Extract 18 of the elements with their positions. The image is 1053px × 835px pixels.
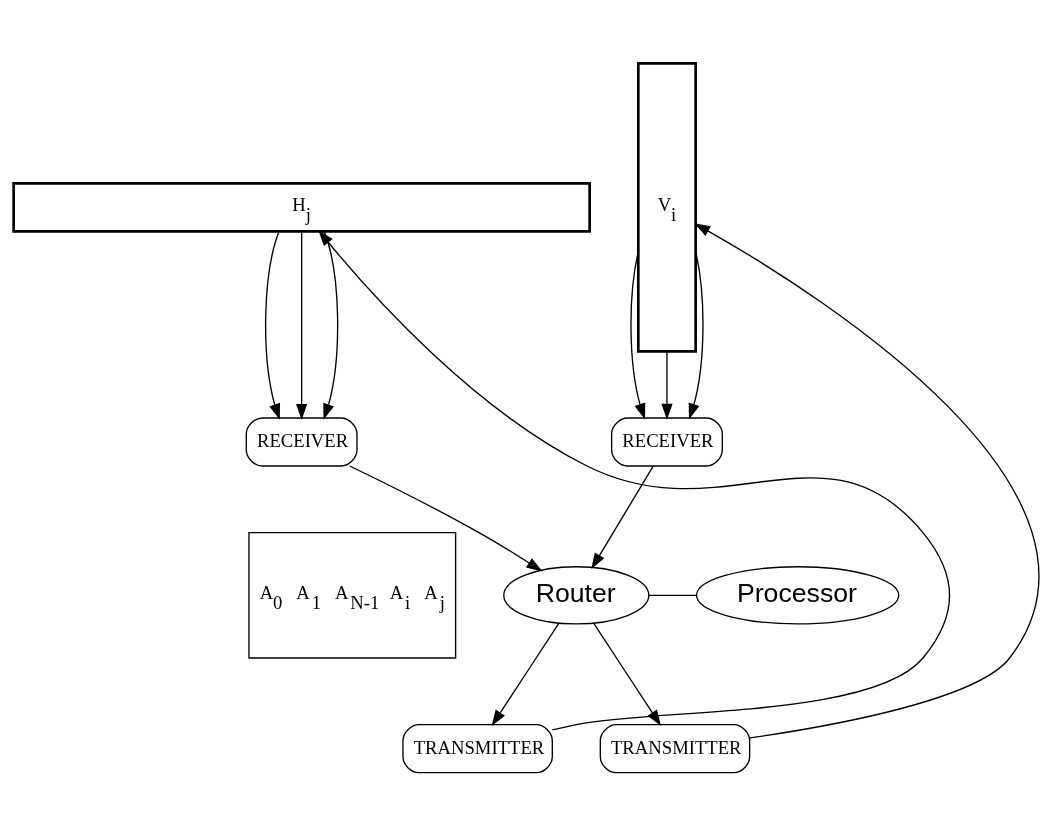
arrow bbox=[323, 230, 339, 420]
node-box: TRANSMITTER bbox=[599, 723, 751, 773]
node-ellipse: Router bbox=[503, 565, 650, 625]
node-ellipse: Processor bbox=[695, 565, 900, 625]
arrow bbox=[349, 464, 543, 572]
node-box: TRANSMITTER bbox=[402, 723, 553, 773]
arrow bbox=[296, 230, 308, 420]
arrow bbox=[694, 222, 1040, 739]
arrow bbox=[688, 250, 704, 419]
arrow bbox=[661, 350, 673, 420]
arrow bbox=[265, 230, 280, 420]
arrow bbox=[630, 250, 646, 419]
arrow bbox=[318, 229, 951, 730]
node-box: RECEIVER bbox=[610, 416, 723, 467]
arrow bbox=[491, 621, 560, 726]
node-box: RECEIVER bbox=[245, 416, 358, 467]
connector bbox=[648, 594, 698, 596]
arrow bbox=[591, 465, 654, 569]
